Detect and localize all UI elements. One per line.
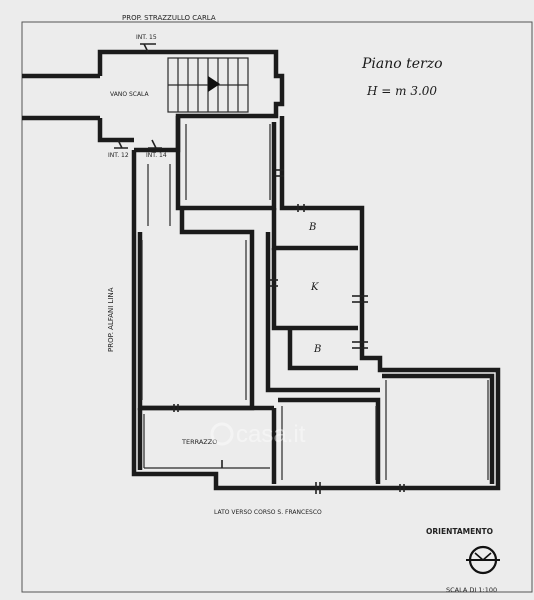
terrace-label: TERRAZZO: [181, 438, 217, 446]
door-markers: [173, 169, 405, 494]
watermark: casa.it: [210, 421, 306, 448]
sheet-border: [21, 21, 533, 593]
watermark-text: casa.it: [236, 421, 306, 448]
neighbor-left-label: PROP. ALFANI LINA: [107, 287, 115, 352]
stair-block: [22, 43, 285, 153]
neighbor-top-label: PROP. STRAZZULLO CARLA: [122, 14, 216, 22]
plan-title: Piano terzo: [361, 56, 443, 72]
orientation-label: ORIENTAMENTO: [426, 527, 493, 536]
ceiling-height: H = m 3.00: [366, 84, 437, 98]
room-b-lower-label: B: [313, 344, 321, 355]
int-right-label: INT. 14: [146, 152, 167, 159]
stair-direction-arrow: [208, 76, 220, 92]
detail-lines: [141, 124, 489, 480]
apartment-walls: [131, 116, 501, 491]
stair-label: VANO SCALA: [110, 91, 150, 98]
scale-label: SCALA DI 1:100: [446, 586, 497, 594]
room-b-upper-label: B: [308, 222, 316, 233]
int-left-label: INT. 12: [108, 152, 129, 159]
street-label: LATO VERSO CORSO S. FRANCESCO: [214, 509, 322, 516]
watermark-logo-icon: [210, 422, 234, 446]
room-k-label: K: [310, 282, 319, 293]
north-arrow-icon: [466, 545, 500, 575]
int-top-label: INT. 15: [136, 34, 157, 41]
